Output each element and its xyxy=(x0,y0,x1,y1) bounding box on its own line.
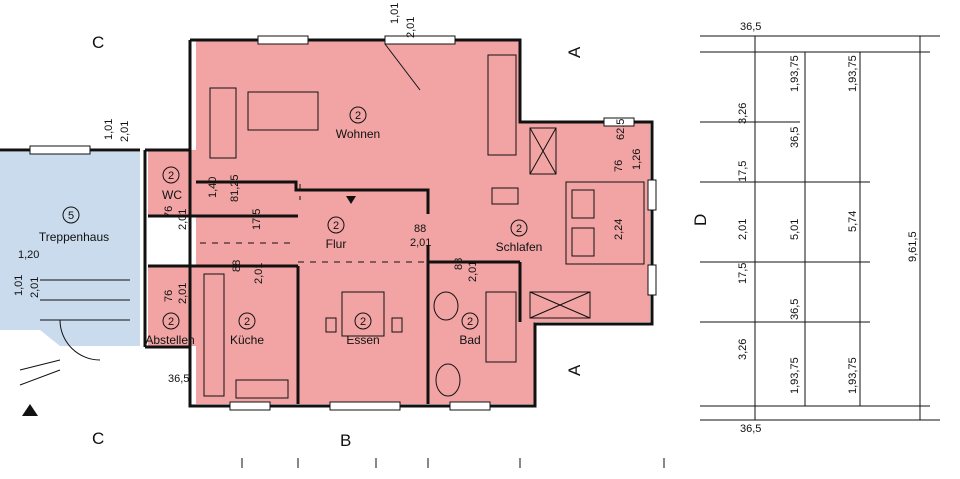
svg-text:36,5: 36,5 xyxy=(740,423,761,435)
svg-text:Treppenhaus: Treppenhaus xyxy=(39,230,109,244)
svg-text:2,01: 2,01 xyxy=(177,283,189,304)
room-schlafen: 2 Schlafen xyxy=(496,219,543,254)
windows xyxy=(29,35,657,411)
svg-text:88: 88 xyxy=(453,258,465,270)
svg-text:17,5: 17,5 xyxy=(737,161,749,182)
svg-text:9,61,5: 9,61,5 xyxy=(907,231,919,262)
svg-text:1,40: 1,40 xyxy=(207,177,219,198)
svg-text:2,01: 2,01 xyxy=(467,261,479,282)
svg-text:3,26: 3,26 xyxy=(737,339,749,360)
svg-text:2: 2 xyxy=(244,316,250,328)
svg-text:A: A xyxy=(565,364,584,376)
svg-text:2,01: 2,01 xyxy=(119,121,131,142)
svg-text:2,01: 2,01 xyxy=(405,17,417,38)
grid-ticks xyxy=(241,458,665,468)
section-markers: C C B A A D xyxy=(92,33,710,450)
svg-text:36,5: 36,5 xyxy=(740,21,761,33)
svg-text:76: 76 xyxy=(163,206,175,218)
room-flur: 2 Flur xyxy=(326,216,347,251)
svg-text:17,5: 17,5 xyxy=(737,263,749,284)
svg-text:Schlafen: Schlafen xyxy=(496,240,543,254)
svg-text:Essen: Essen xyxy=(346,333,379,347)
svg-text:88: 88 xyxy=(414,223,426,235)
svg-text:3,26: 3,26 xyxy=(737,103,749,124)
svg-text:2: 2 xyxy=(360,316,366,328)
svg-text:Abstellen: Abstellen xyxy=(145,333,194,347)
room-kueche: 2 Küche xyxy=(230,312,264,347)
svg-text:2,01: 2,01 xyxy=(177,209,189,230)
svg-text:36,5: 36,5 xyxy=(789,299,801,320)
svg-text:62,5: 62,5 xyxy=(615,119,627,140)
svg-text:17,5: 17,5 xyxy=(251,209,263,230)
svg-text:36,5: 36,5 xyxy=(789,127,801,148)
svg-text:Wohnen: Wohnen xyxy=(336,127,380,141)
room-wc: 2 WC xyxy=(162,166,182,202)
svg-text:5,01: 5,01 xyxy=(789,219,801,240)
svg-text:Flur: Flur xyxy=(326,237,347,251)
svg-text:2: 2 xyxy=(168,170,174,182)
svg-text:88: 88 xyxy=(231,260,243,272)
svg-text:Küche: Küche xyxy=(230,333,264,347)
room-abstellen: 2 Abstellen xyxy=(145,312,195,347)
north-arrow-icon xyxy=(22,404,38,416)
svg-text:1,01: 1,01 xyxy=(389,3,401,24)
svg-text:1,93,75: 1,93,75 xyxy=(789,357,801,394)
svg-text:D: D xyxy=(691,214,710,226)
svg-text:81,25: 81,25 xyxy=(229,174,241,202)
svg-text:Bad: Bad xyxy=(459,333,480,347)
svg-text:76: 76 xyxy=(613,160,625,172)
svg-text:2,01: 2,01 xyxy=(737,219,749,240)
svg-text:1,93,75: 1,93,75 xyxy=(789,55,801,92)
svg-text:36,5: 36,5 xyxy=(168,373,189,385)
svg-text:5: 5 xyxy=(68,210,74,222)
svg-text:2,01: 2,01 xyxy=(410,237,431,249)
svg-text:1,93,75: 1,93,75 xyxy=(847,55,859,92)
svg-text:1,26: 1,26 xyxy=(631,149,643,170)
svg-text:1,01: 1,01 xyxy=(13,275,25,296)
room-wohnen: 2 Wohnen xyxy=(336,106,380,141)
room-treppenhaus: 5 Treppenhaus xyxy=(39,206,109,244)
svg-text:2: 2 xyxy=(516,223,522,235)
svg-text:2: 2 xyxy=(333,220,339,232)
room-essen: 2 Essen xyxy=(346,312,380,347)
entrance-arrow-icon xyxy=(346,196,356,204)
svg-text:2: 2 xyxy=(467,316,473,328)
svg-text:C: C xyxy=(92,33,104,52)
stairwell-area xyxy=(0,152,140,346)
room-dimensions: 1,40 81,25 76 1,26 62,5 2,24 36,5 17,5 xyxy=(168,119,643,385)
dimension-chains: 36,5 3,26 17,5 2,01 17,5 3,26 36,5 1,93,… xyxy=(700,21,940,435)
svg-text:WC: WC xyxy=(162,188,182,202)
svg-text:2,24: 2,24 xyxy=(613,219,625,240)
opening-labels: 1,01 2,01 1,01 2,01 88 2,01 88 2,01 88 2… xyxy=(13,3,479,304)
walls xyxy=(0,38,654,408)
svg-text:2,01: 2,01 xyxy=(253,263,265,284)
svg-text:2: 2 xyxy=(168,316,174,328)
svg-text:1,93,75: 1,93,75 xyxy=(847,357,859,394)
svg-text:5,74: 5,74 xyxy=(847,211,859,232)
axis-lines xyxy=(200,184,428,263)
svg-text:B: B xyxy=(340,431,351,450)
svg-text:A: A xyxy=(565,46,584,58)
svg-text:1,20: 1,20 xyxy=(18,249,39,261)
svg-text:2,01: 2,01 xyxy=(29,277,41,298)
svg-text:C: C xyxy=(92,429,104,448)
svg-text:76: 76 xyxy=(163,290,175,302)
room-bad: 2 Bad xyxy=(459,312,481,347)
svg-text:2: 2 xyxy=(355,110,361,122)
svg-text:1,01: 1,01 xyxy=(103,119,115,140)
apartment-area xyxy=(148,40,650,404)
furniture xyxy=(19,43,645,399)
room-labels: 2 Wohnen 2 WC 5 Treppenhaus 2 Flur 2 Sch… xyxy=(39,106,543,347)
